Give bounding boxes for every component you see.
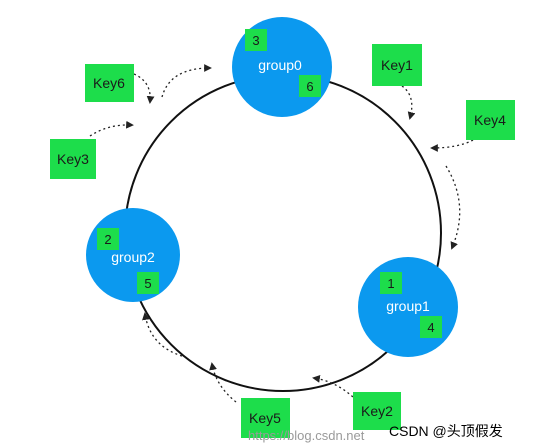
group1-badge-b (420, 316, 442, 338)
group0-badge-b-label: 6 (306, 79, 313, 94)
key6-arrow (133, 73, 155, 104)
group2-label: group2 (111, 249, 155, 265)
key3-arrow (89, 120, 134, 137)
group1-badge-a-label: 1 (387, 276, 394, 291)
key5-arrow-to-group2 (142, 312, 183, 357)
group0-badge-b (299, 75, 321, 97)
key4-label: Key4 (474, 112, 506, 128)
group1-node: 1 4 group1 (358, 257, 458, 357)
key5-box: Key5 (241, 398, 290, 438)
key4-arrow-to-group1 (445, 165, 461, 250)
group0-badge-a-label: 3 (252, 33, 259, 48)
group0-label: group0 (258, 57, 302, 73)
key4-box: Key4 (466, 100, 515, 140)
group0-badge-a (245, 29, 267, 51)
group0-node: 3 6 group0 (232, 17, 332, 117)
key1-label: Key1 (381, 57, 413, 73)
group1-label: group1 (386, 298, 430, 314)
watermark-text: CSDN @头顶假发 (389, 423, 503, 439)
key6-box: Key6 (85, 64, 134, 102)
key5-label: Key5 (249, 410, 281, 426)
key2-box: Key2 (353, 392, 401, 430)
group1-badge-b-label: 4 (427, 320, 434, 335)
key6-label: Key6 (93, 75, 125, 91)
group2-badge-a-label: 2 (104, 232, 111, 247)
key3-label: Key3 (57, 151, 89, 167)
group2-badge-b (137, 272, 159, 294)
key6-arrow-to-group0 (161, 64, 212, 98)
key2-label: Key2 (361, 403, 393, 419)
key3-box: Key3 (50, 139, 96, 179)
group2-badge-b-label: 5 (144, 276, 151, 291)
group2-badge-a (97, 228, 119, 250)
group1-badge-a (380, 272, 402, 294)
key4-arrow (430, 139, 474, 152)
key1-box: Key1 (372, 44, 422, 86)
watermark-url: https://blog.csdn.net (248, 428, 365, 443)
group2-node: 2 5 group2 (86, 208, 180, 302)
key1-arrow (401, 85, 416, 120)
